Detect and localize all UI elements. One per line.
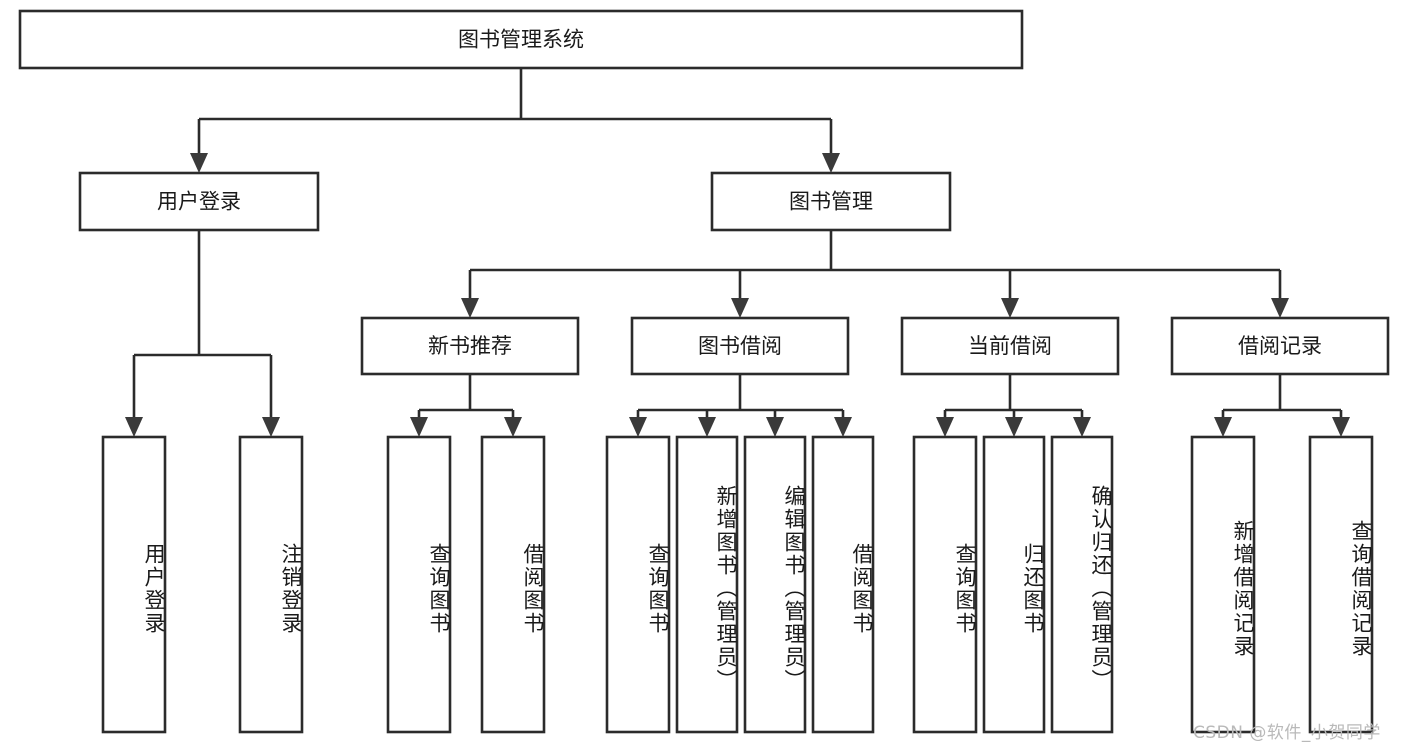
arrow-head-leaf-query-record <box>1332 417 1350 437</box>
node-box-leaf-query-book-3[interactable] <box>912 435 978 734</box>
node-label-book-borrow: 图书借阅 <box>698 334 782 358</box>
arrow-head-leaf-return-book <box>1005 417 1023 437</box>
node-box-leaf-user-login[interactable] <box>101 435 167 734</box>
boxes-layer <box>18 9 1390 734</box>
node-label-user-login: 用户登录 <box>157 190 241 214</box>
node-box-leaf-user-logout[interactable] <box>238 435 304 734</box>
node-box-leaf-return-book[interactable] <box>982 435 1046 734</box>
node-box-book-manage[interactable] <box>710 171 952 232</box>
node-box-leaf-add-book[interactable] <box>675 435 739 734</box>
arrow-head-leaf-user-logout <box>262 417 280 437</box>
arrow-head-leaf-user-login <box>125 417 143 437</box>
node-label-book-manage: 图书管理 <box>789 190 873 214</box>
node-label-new-book-rec: 新书推荐 <box>428 334 512 358</box>
node-box-leaf-add-record[interactable] <box>1190 435 1256 734</box>
arrow-head-leaf-add-record <box>1214 417 1232 437</box>
arrow-head-leaf-query-book-2 <box>629 417 647 437</box>
arrow-head-leaf-query-book-3 <box>936 417 954 437</box>
node-box-book-borrow[interactable] <box>630 316 850 376</box>
arrow-head-leaf-query-book-1 <box>410 417 428 437</box>
arrow-head-borrow-record <box>1271 298 1289 318</box>
node-box-borrow-record[interactable] <box>1170 316 1390 376</box>
node-box-leaf-edit-book[interactable] <box>743 435 807 734</box>
node-box-leaf-borrow-book-1[interactable] <box>480 435 546 734</box>
arrow-head-leaf-add-book <box>698 417 716 437</box>
node-label-current-borrow: 当前借阅 <box>968 334 1052 358</box>
node-label-root: 图书管理系统 <box>458 28 584 52</box>
arrow-head-book-manage <box>822 153 840 173</box>
node-box-user-login[interactable] <box>78 171 320 232</box>
node-box-leaf-query-book-1[interactable] <box>386 435 452 734</box>
node-box-new-book-rec[interactable] <box>360 316 580 376</box>
node-box-leaf-confirm-return[interactable] <box>1050 435 1114 734</box>
arrow-head-leaf-borrow-book-2 <box>834 417 852 437</box>
connectors-layer <box>125 68 1350 437</box>
arrow-head-current-borrow <box>1001 298 1019 318</box>
node-box-leaf-borrow-book-2[interactable] <box>811 435 875 734</box>
arrow-head-leaf-edit-book <box>766 417 784 437</box>
arrow-head-user-login <box>190 153 208 173</box>
arrow-head-new-book-rec <box>461 298 479 318</box>
arrow-head-book-borrow <box>731 298 749 318</box>
csdn-watermark: CSDN @软件_小贺同学 <box>1193 723 1381 743</box>
arrow-head-leaf-borrow-book-1 <box>504 417 522 437</box>
node-box-leaf-query-record[interactable] <box>1308 435 1374 734</box>
node-label-borrow-record: 借阅记录 <box>1238 334 1322 358</box>
node-box-leaf-query-book-2[interactable] <box>605 435 671 734</box>
arrow-head-leaf-confirm-return <box>1073 417 1091 437</box>
node-box-root[interactable] <box>18 9 1024 70</box>
node-box-current-borrow[interactable] <box>900 316 1120 376</box>
